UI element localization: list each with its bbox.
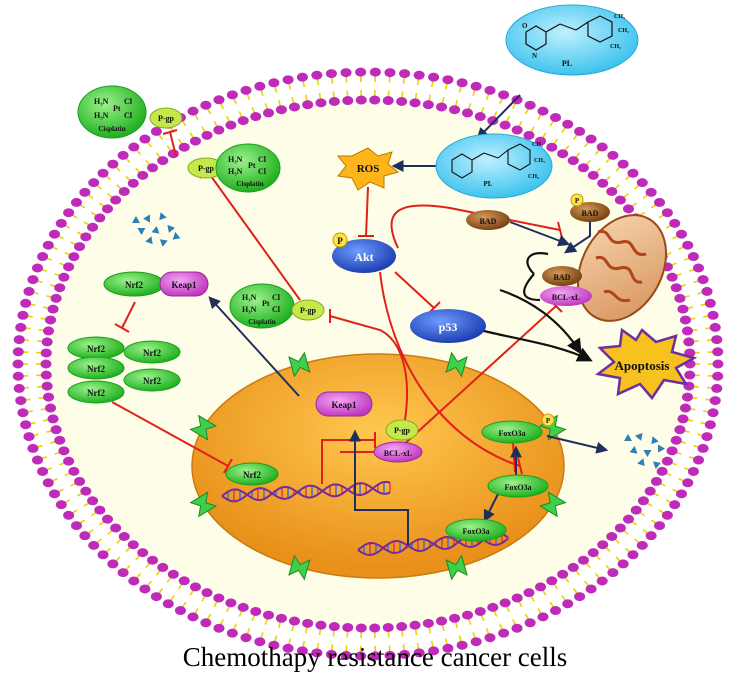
- inhibit-akt-bad: [390, 204, 561, 249]
- pgp3-label: P-gp: [300, 306, 317, 315]
- svg-text:ROS: ROS: [357, 163, 380, 175]
- cisplatin2-h3n-b: H₃N: [228, 167, 243, 176]
- bad-phospho-label: BAD: [582, 209, 599, 218]
- pl-methyl-1: CH₃: [614, 14, 625, 20]
- foxo3a-label: FoxO3a: [504, 483, 531, 492]
- inhibit-pgp-line: [329, 315, 408, 421]
- apoptosis-node: Apoptosis: [594, 327, 698, 401]
- pl-inside-methyl-3: CH₃: [528, 174, 539, 180]
- cisplatin1-h3n-a: H₃N: [94, 97, 109, 106]
- bclxl-mito-label: BCL-xL: [552, 293, 580, 302]
- pgp-nuclear: P-gp: [385, 419, 419, 441]
- cisplatin3-cl-b: Cl: [272, 305, 281, 314]
- cisplatin2-cl-a: Cl: [258, 155, 267, 164]
- cisplatin1-cl-a: Cl: [124, 97, 133, 106]
- foxo3a-nuclear-label: FoxO3a: [462, 527, 489, 536]
- bclxl-nuclear: BCL-xL: [373, 441, 423, 463]
- bad-node: BAD: [466, 210, 510, 230]
- pl-methyl-3: CH₃: [610, 44, 621, 50]
- akt-node: Akt P: [332, 232, 396, 273]
- pl-oxygen-label: O: [522, 22, 528, 30]
- cisplatin-group-2: P-gp H₃N H₃N Pt Cl Cl Cisplatin: [187, 143, 281, 193]
- cisplatin1-label: Cisplatin: [98, 125, 125, 133]
- cisplatin2-pt: Pt: [248, 161, 256, 170]
- cisplatin1-cl-b: Cl: [124, 111, 133, 120]
- foxo3a: FoxO3a: [487, 474, 549, 498]
- pl-label: PL: [562, 59, 572, 68]
- nrf2-cluster-label: Nrf2: [87, 364, 105, 374]
- cell-membrane: [12, 67, 724, 661]
- arrow-bad-phospho: [509, 221, 571, 247]
- nrf2-cluster-label: Nrf2: [143, 376, 161, 386]
- pl-molecule-outside: PL O N CH₃ CH₃ CH₃: [505, 4, 639, 76]
- activation-arrows: [208, 94, 609, 545]
- akt-phospho-label: P: [337, 236, 343, 246]
- p53-node: p53: [410, 309, 486, 343]
- foxo3a-nuclear: FoxO3a: [445, 518, 507, 542]
- nrf2-nuclear-label: Nrf2: [243, 470, 261, 480]
- inhibit-akt-foxo: [379, 271, 521, 467]
- cisplatin3-cl-a: Cl: [272, 293, 281, 302]
- cisplatin2-h3n-a: H₃N: [228, 155, 243, 164]
- pl-inside-methyl-1: CH₃: [532, 142, 543, 148]
- foxo3a-phospho-marker: P: [546, 417, 551, 425]
- arrow-foxo-degradation: [546, 435, 609, 454]
- cisplatin1-pt: Pt: [113, 104, 121, 113]
- nrf2-cluster-label: Nrf2: [87, 388, 105, 398]
- pgp1-label: P-gp: [158, 114, 175, 123]
- apoptosis-arrows: [479, 252, 593, 362]
- cisplatin3-label: Cisplatin: [248, 318, 275, 326]
- inhibit-ros-akt: [365, 186, 369, 237]
- bad-mito-label: BAD: [554, 273, 571, 282]
- arrow-dna-keap1: [349, 429, 409, 545]
- cisplatin-group-1: H₃N H₃N Pt Cl Cl Cisplatin P-gp: [77, 85, 183, 139]
- keap1-nuclear: Keap1: [315, 391, 373, 417]
- cisplatin3-h3n-b: H₃N: [242, 305, 257, 314]
- nrf2-keap1-complex: Nrf2 Keap1: [103, 271, 209, 297]
- bclxl-nuclear-label: BCL-xL: [384, 449, 412, 458]
- figure-caption: Chemothapy resistance cancer cells: [182, 642, 568, 672]
- pgp2-label: P-gp: [198, 164, 215, 173]
- bad-phospho-marker: P: [575, 197, 580, 205]
- ros-node: ROS: [336, 147, 400, 191]
- nrf2-cluster-label: Nrf2: [87, 344, 105, 354]
- nrf2-nuclear: Nrf2: [225, 462, 279, 486]
- cisplatin2-cl-b: Cl: [258, 167, 267, 176]
- arrow-keap1-export: [208, 296, 300, 397]
- cisplatin-group-3: H₃N H₃N Pt Cl Cl Cisplatin P-gp: [229, 283, 325, 329]
- inhibit-pgp2-line: [207, 171, 301, 301]
- bad-phospho-node: BAD P: [570, 193, 610, 222]
- bclxl-transcription-line: [399, 305, 557, 449]
- foxo3a-phospho-label: FoxO3a: [498, 429, 525, 438]
- keap1-nuclear-label: Keap1: [331, 400, 357, 410]
- nrf2-complex-label: Nrf2: [125, 280, 143, 290]
- arrow-pl-entry: [476, 94, 521, 140]
- pl-inside-methyl-2: CH₃: [534, 158, 545, 164]
- nrf2-cluster-label: Nrf2: [143, 348, 161, 358]
- svg-text:Apoptosis: Apoptosis: [615, 358, 670, 373]
- svg-text:Akt: Akt: [354, 250, 373, 264]
- foxo3a-phospho: FoxO3a P: [481, 413, 555, 444]
- cisplatin2-label: Cisplatin: [236, 180, 263, 188]
- nuclear-pores: [189, 351, 567, 581]
- degradation-fragments-right: [624, 432, 665, 469]
- svg-text:p53: p53: [439, 320, 458, 334]
- cisplatin3-h3n-a: H₃N: [242, 293, 257, 302]
- keap1-complex-label: Keap1: [171, 280, 197, 290]
- cisplatin1-h3n-b: H₃N: [94, 111, 109, 120]
- pl-nitrogen-label: N: [532, 52, 537, 60]
- cisplatin3-pt: Pt: [262, 299, 270, 308]
- pl-inside-label: PL: [484, 180, 493, 188]
- degradation-fragments-left: [132, 212, 181, 247]
- pgp-nuclear-label: P-gp: [394, 426, 411, 435]
- pl-molecule-inside: PL CH₃ CH₃ CH₃: [435, 133, 553, 199]
- svg-text:BAD: BAD: [480, 217, 497, 226]
- mitochondrion: BAD BCL-xL: [540, 214, 668, 322]
- pl-methyl-2: CH₃: [618, 28, 629, 34]
